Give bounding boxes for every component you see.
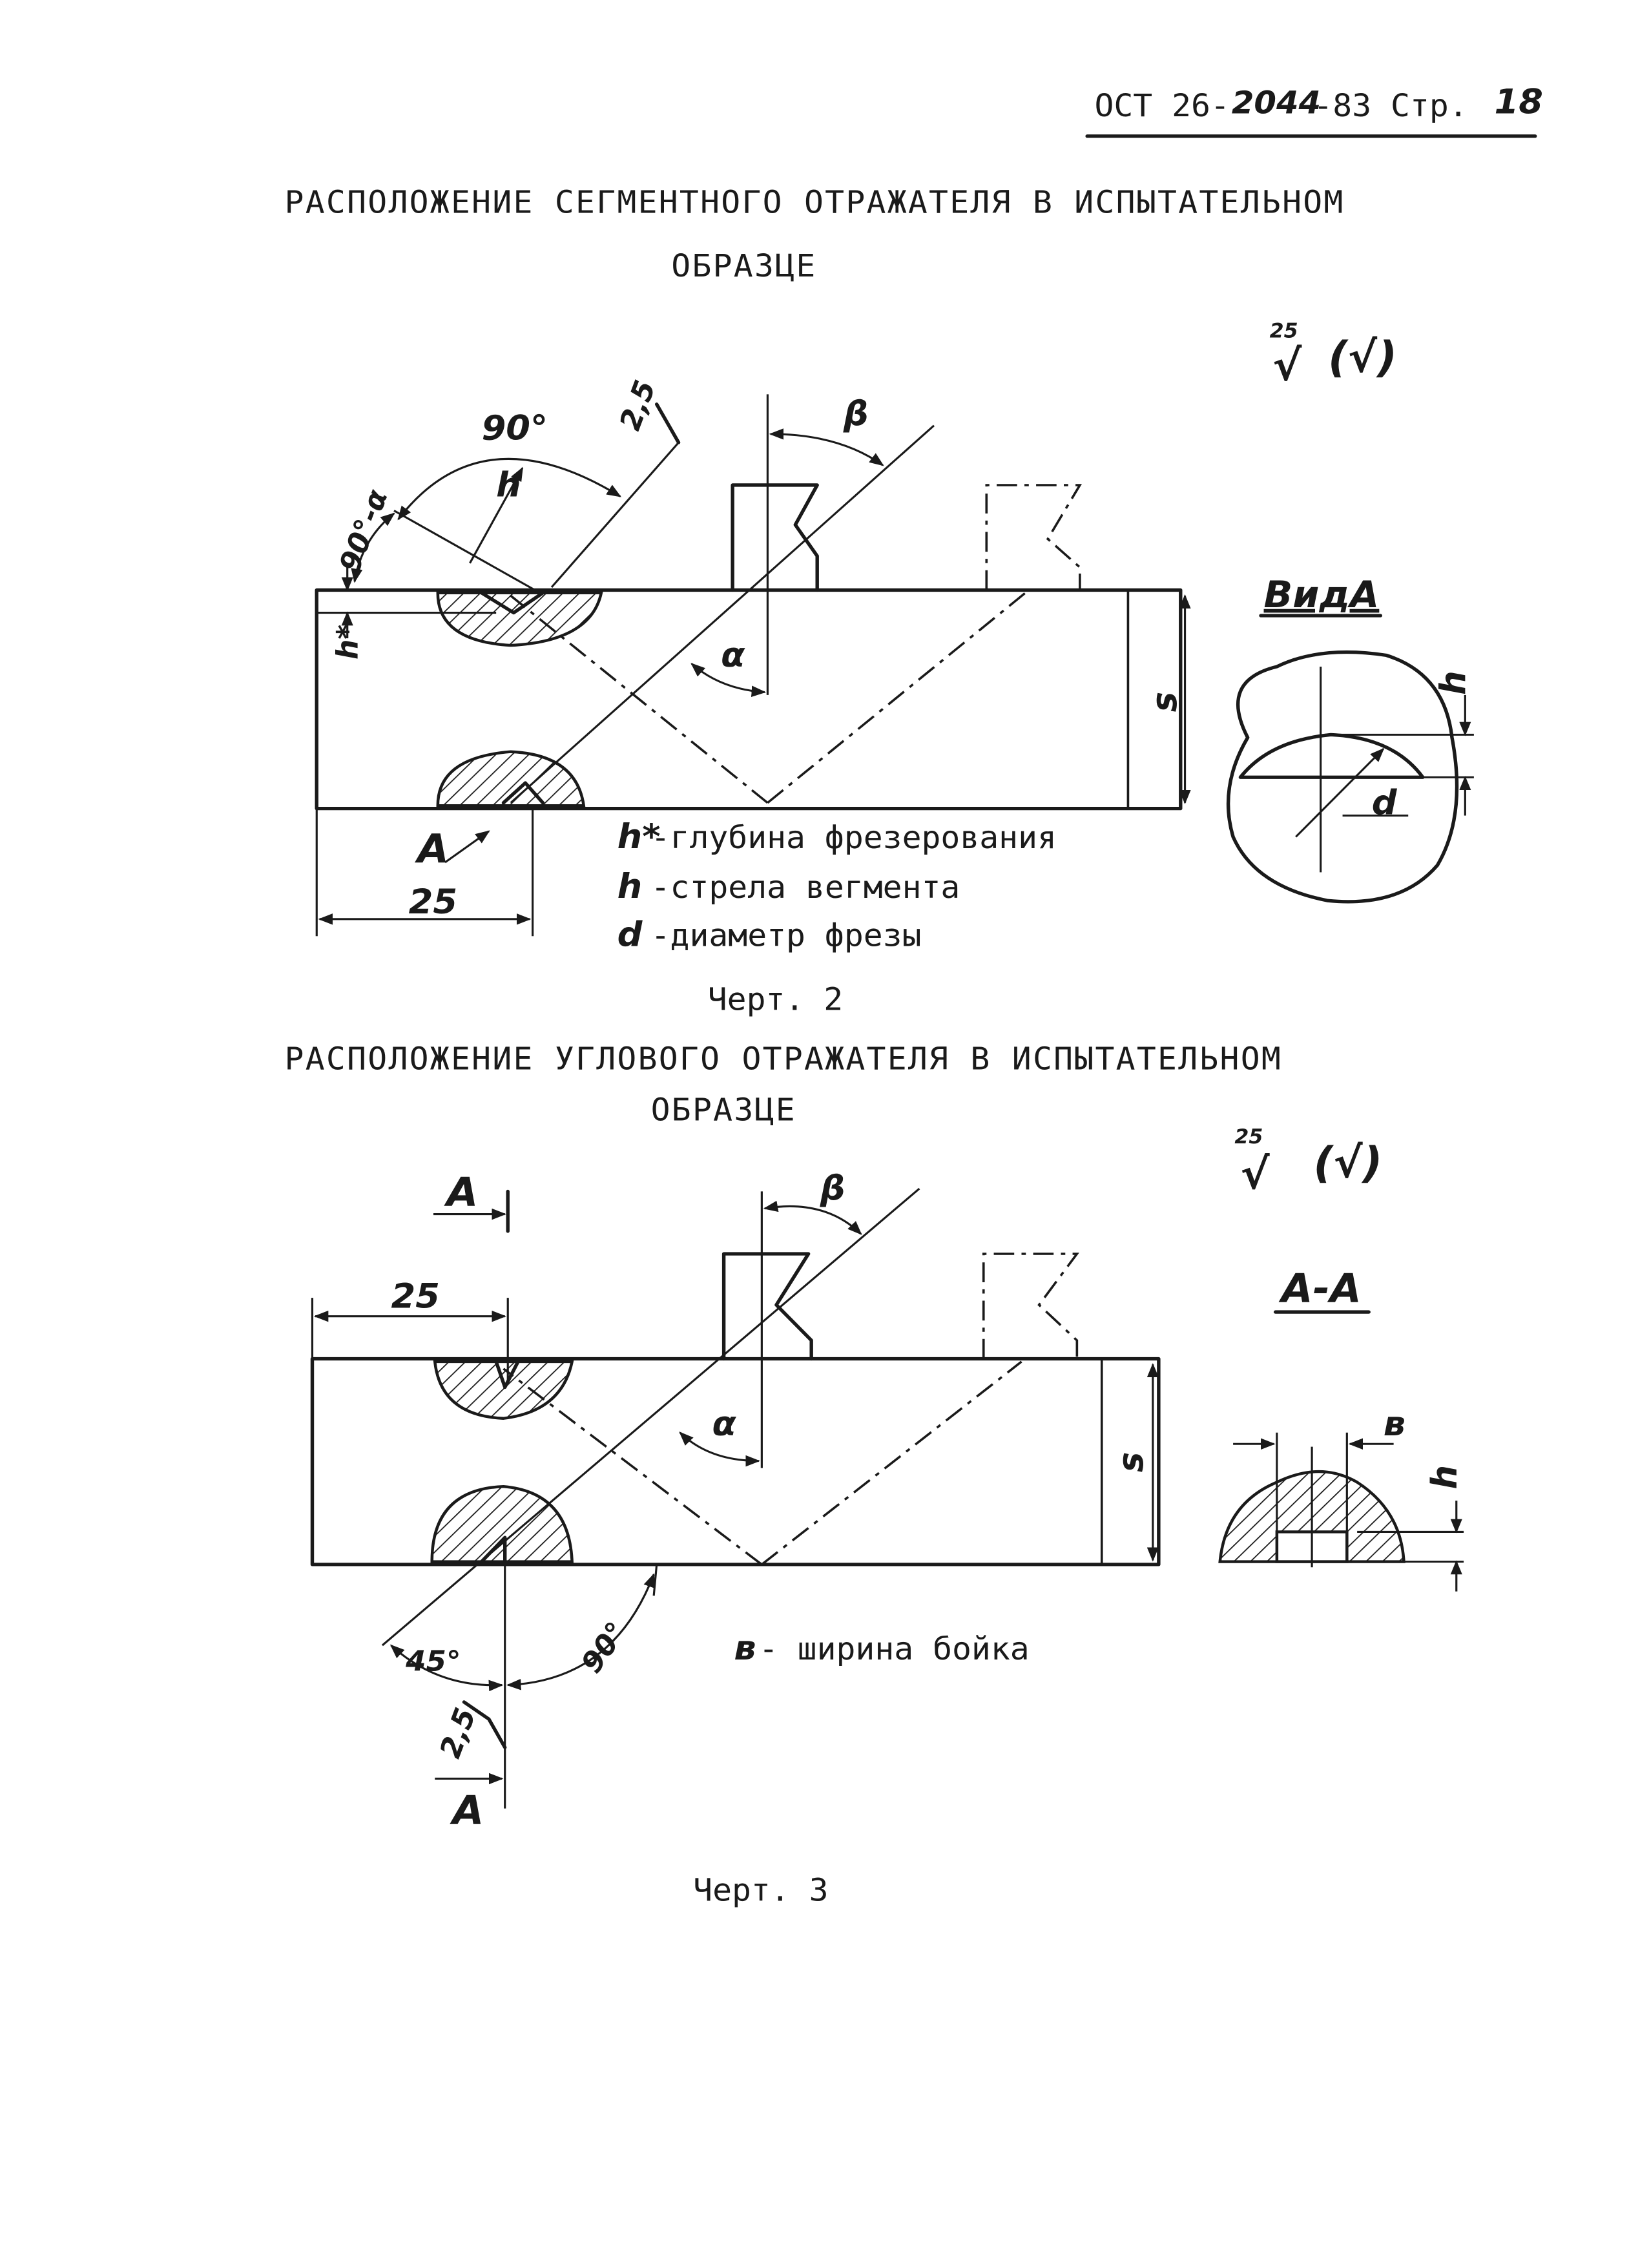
fig2-label-alpha: α [721, 635, 745, 675]
fig3-legend-symbol-1: в [734, 1628, 756, 1668]
fig2-label-view-a: A [414, 826, 449, 872]
fig3-caption: Черт. 3 [693, 1872, 828, 1908]
page-number: 18 [1495, 81, 1543, 121]
fig3-angle-45: 45° [405, 1645, 461, 1678]
fig3-section-arrow-top-label: A [443, 1169, 478, 1215]
fig3-title-line2: ОБРАЗЦЕ [651, 1092, 796, 1128]
figure-2: РАСПОЛОЖЕНИЕ СЕГМЕНТНОГО ОТРАЖАТЕЛЯ В ИС… [285, 184, 1474, 1017]
fig3-segment-top [433, 1360, 574, 1420]
fig3-ext-90 [652, 1564, 658, 1596]
fig2-title-line1: РАСПОЛОЖЕНИЕ СЕГМЕНТНОГО ОТРАЖАТЕЛЯ В ИС… [285, 184, 1345, 220]
fig3-rough-tick [462, 1700, 507, 1749]
fig2-arc-90-alpha [351, 512, 395, 583]
fig3-section-aa: A-A в h [1218, 1265, 1465, 1592]
fig2-legend: h* -глубина фрезерования h -стрела вегме… [617, 817, 1057, 955]
fig3-section-label-b: в [1384, 1404, 1405, 1444]
fig3-arc-beta [763, 1200, 862, 1235]
fig2-arc-90 [397, 457, 622, 521]
fig2-legend-symbol-3: d [617, 914, 643, 954]
fig3-beam-axis [381, 1187, 920, 1647]
fig3-roughness-value: 25 [1234, 1125, 1263, 1148]
page-header: ОСТ 26- 2044 -83 Стр. 18 [1085, 81, 1543, 138]
fig2-roughness-check-icon: √ [1272, 340, 1302, 390]
fig2-legend-symbol-1: h* [617, 817, 661, 857]
fig3-beam-1 [503, 1368, 763, 1566]
fig3-label-s: s [1110, 1452, 1151, 1472]
fig2-notch-bottom [501, 781, 545, 805]
doc-code-prefix: ОСТ 26- [1094, 88, 1229, 124]
fig2-view-segment [1238, 733, 1425, 779]
fig2-roughness-symbol: 25 √ (√) [1270, 320, 1398, 390]
fig2-view-a: ВидA h d [1226, 573, 1474, 904]
figure-3: РАСПОЛОЖЕНИЕ УГЛОВОГО ОТРАЖАТЕЛЯ В ИСПЫТ… [285, 1041, 1465, 1908]
fig2-caption: Черт. 2 [708, 981, 843, 1017]
fig2-beam-axis [510, 424, 935, 804]
fig2-legend-text-3: -диаметр фрезы [651, 917, 922, 953]
fig2-segment-bottom [436, 750, 586, 807]
fig2-segment-top [436, 591, 603, 647]
fig2-view-label-h: h [1433, 671, 1474, 695]
fig2-angle-90-alpha: 90°-α [333, 485, 395, 576]
fig2-view-label-d: d [1372, 782, 1398, 822]
fig2-h-arrow [469, 466, 524, 564]
fig3-transducer [721, 1252, 813, 1361]
fig2-notch-top [479, 591, 545, 615]
fig2-leader-2 [550, 442, 679, 588]
fig2-title-line2: ОБРАЗЦЕ [671, 248, 816, 284]
doc-number: 2044 [1232, 85, 1321, 121]
fig2-view-d-arrow [1295, 747, 1385, 838]
fig2-beam-2 [767, 589, 1030, 804]
fig3-section-label-h: h [1424, 1465, 1465, 1490]
fig3-roughness-symbol: 25 √ (√) [1234, 1125, 1382, 1199]
fig2-leader-1 [393, 510, 541, 594]
fig2-view-title: ВидA [1264, 573, 1380, 616]
fig3-roughness-check-icon: √ [1240, 1149, 1270, 1199]
fig3-specimen [310, 1357, 1161, 1566]
fig3-beam-2 [761, 1360, 1022, 1566]
fig2-transducer [731, 483, 819, 592]
fig2-roughness-value: 25 [1270, 320, 1298, 342]
fig2-arc-alpha [690, 663, 767, 697]
fig2-rough-tick [654, 402, 681, 444]
fig2-legend-symbol-2: h [617, 866, 643, 906]
fig2-label-s: s [1143, 692, 1185, 712]
fig2-roughness-paren: (√) [1328, 332, 1397, 382]
fig3-label-alpha: α [712, 1404, 737, 1444]
fig2-view-outline [1226, 650, 1459, 904]
doc-code-suffix: -83 Стр. [1313, 88, 1468, 124]
fig3-arc-alpha [679, 1431, 761, 1467]
fig3-segment-bottom [430, 1484, 574, 1563]
fig2-legend-text-2: -стрела вегмента [651, 869, 960, 906]
fig3-dim-25: 25 [391, 1276, 439, 1316]
fig3-label-beta: β [820, 1168, 845, 1208]
fig2-transducer-ghost [985, 484, 1083, 590]
fig3-arc-45 [389, 1644, 504, 1692]
fig3-roughness-local: 2,5 [433, 1703, 483, 1762]
fig3-arc-90 [506, 1573, 655, 1691]
fig3-transducer-ghost [982, 1253, 1079, 1359]
fig2-dim-25: 25 [409, 882, 457, 922]
fig3-notch-top [494, 1360, 520, 1389]
fig2-angle-90: 90° [482, 408, 548, 448]
fig2-legend-text-1: -глубина фрезерования [651, 820, 1057, 856]
fig3-title-line1: РАСПОЛОЖЕНИЕ УГЛОВОГО ОТРАЖАТЕЛЯ В ИСПЫТ… [285, 1041, 1283, 1077]
fig3-section-title: A-A [1278, 1265, 1362, 1312]
fig2-label-hstar: h* [331, 625, 365, 660]
fig3-notch-bottom [479, 1535, 507, 1564]
fig3-roughness-paren: (√) [1313, 1138, 1382, 1187]
fig2-label-h: h [496, 464, 521, 505]
fig2-label-beta: β [843, 393, 869, 433]
fig3-legend-text-1: - ширина бойка [759, 1631, 1030, 1667]
fig2-roughness-local: 2,5 [613, 376, 663, 435]
fig3-section-arrow-bottom-label: A [449, 1787, 484, 1834]
fig2-arc-beta [769, 428, 884, 466]
fig2-view-arrow [444, 830, 490, 864]
